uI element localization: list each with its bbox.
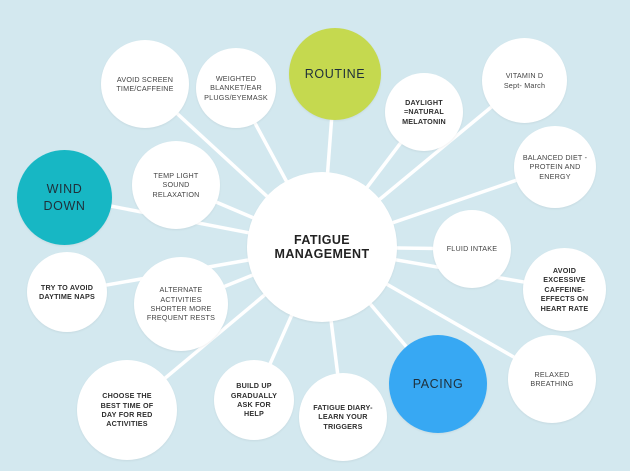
node-weighted-blanket: WEIGHTED BLANKET/EAR PLUGS/EYEMASK (196, 48, 276, 128)
node-pacing: PACING (389, 335, 487, 433)
node-daylight: DAYLIGHT =NATURAL MELATONIN (385, 73, 463, 151)
node-vitamin-d: VITAMIN D Sept- March (482, 38, 567, 123)
node-build-up-gradually: BUILD UP GRADUALLY ASK FOR HELP (214, 360, 294, 440)
node-routine: ROUTINE (289, 28, 381, 120)
node-temp-light-sound: TEMP LIGHT SOUND RELAXATION (132, 141, 220, 229)
node-fatigue-management: FATIGUE MANAGEMENT (247, 172, 397, 322)
node-avoid-excessive-caffeine: AVOID EXCESSIVE CAFFEINE- EFFECTS ON HEA… (523, 248, 606, 331)
node-avoid-daytime-naps: TRY TO AVOID DAYTIME NAPS (27, 252, 107, 332)
node-avoid-screen-time: AVOID SCREEN TIME/CAFFEINE (101, 40, 189, 128)
node-alternate-activities: ALTERNATE ACTIVITIES SHORTER MORE FREQUE… (134, 257, 228, 351)
node-fluid-intake: FLUID INTAKE (433, 210, 511, 288)
node-fatigue-diary: FATIGUE DIARY- LEARN YOUR TRIGGERS (299, 373, 387, 461)
node-balanced-diet: BALANCED DIET - PROTEIN AND ENERGY (514, 126, 596, 208)
node-relaxed-breathing: RELAXED BREATHING (508, 335, 596, 423)
node-choose-best-time: CHOOSE THE BEST TIME OF DAY FOR RED ACTI… (77, 360, 177, 460)
node-wind-down: WIND DOWN (17, 150, 112, 245)
